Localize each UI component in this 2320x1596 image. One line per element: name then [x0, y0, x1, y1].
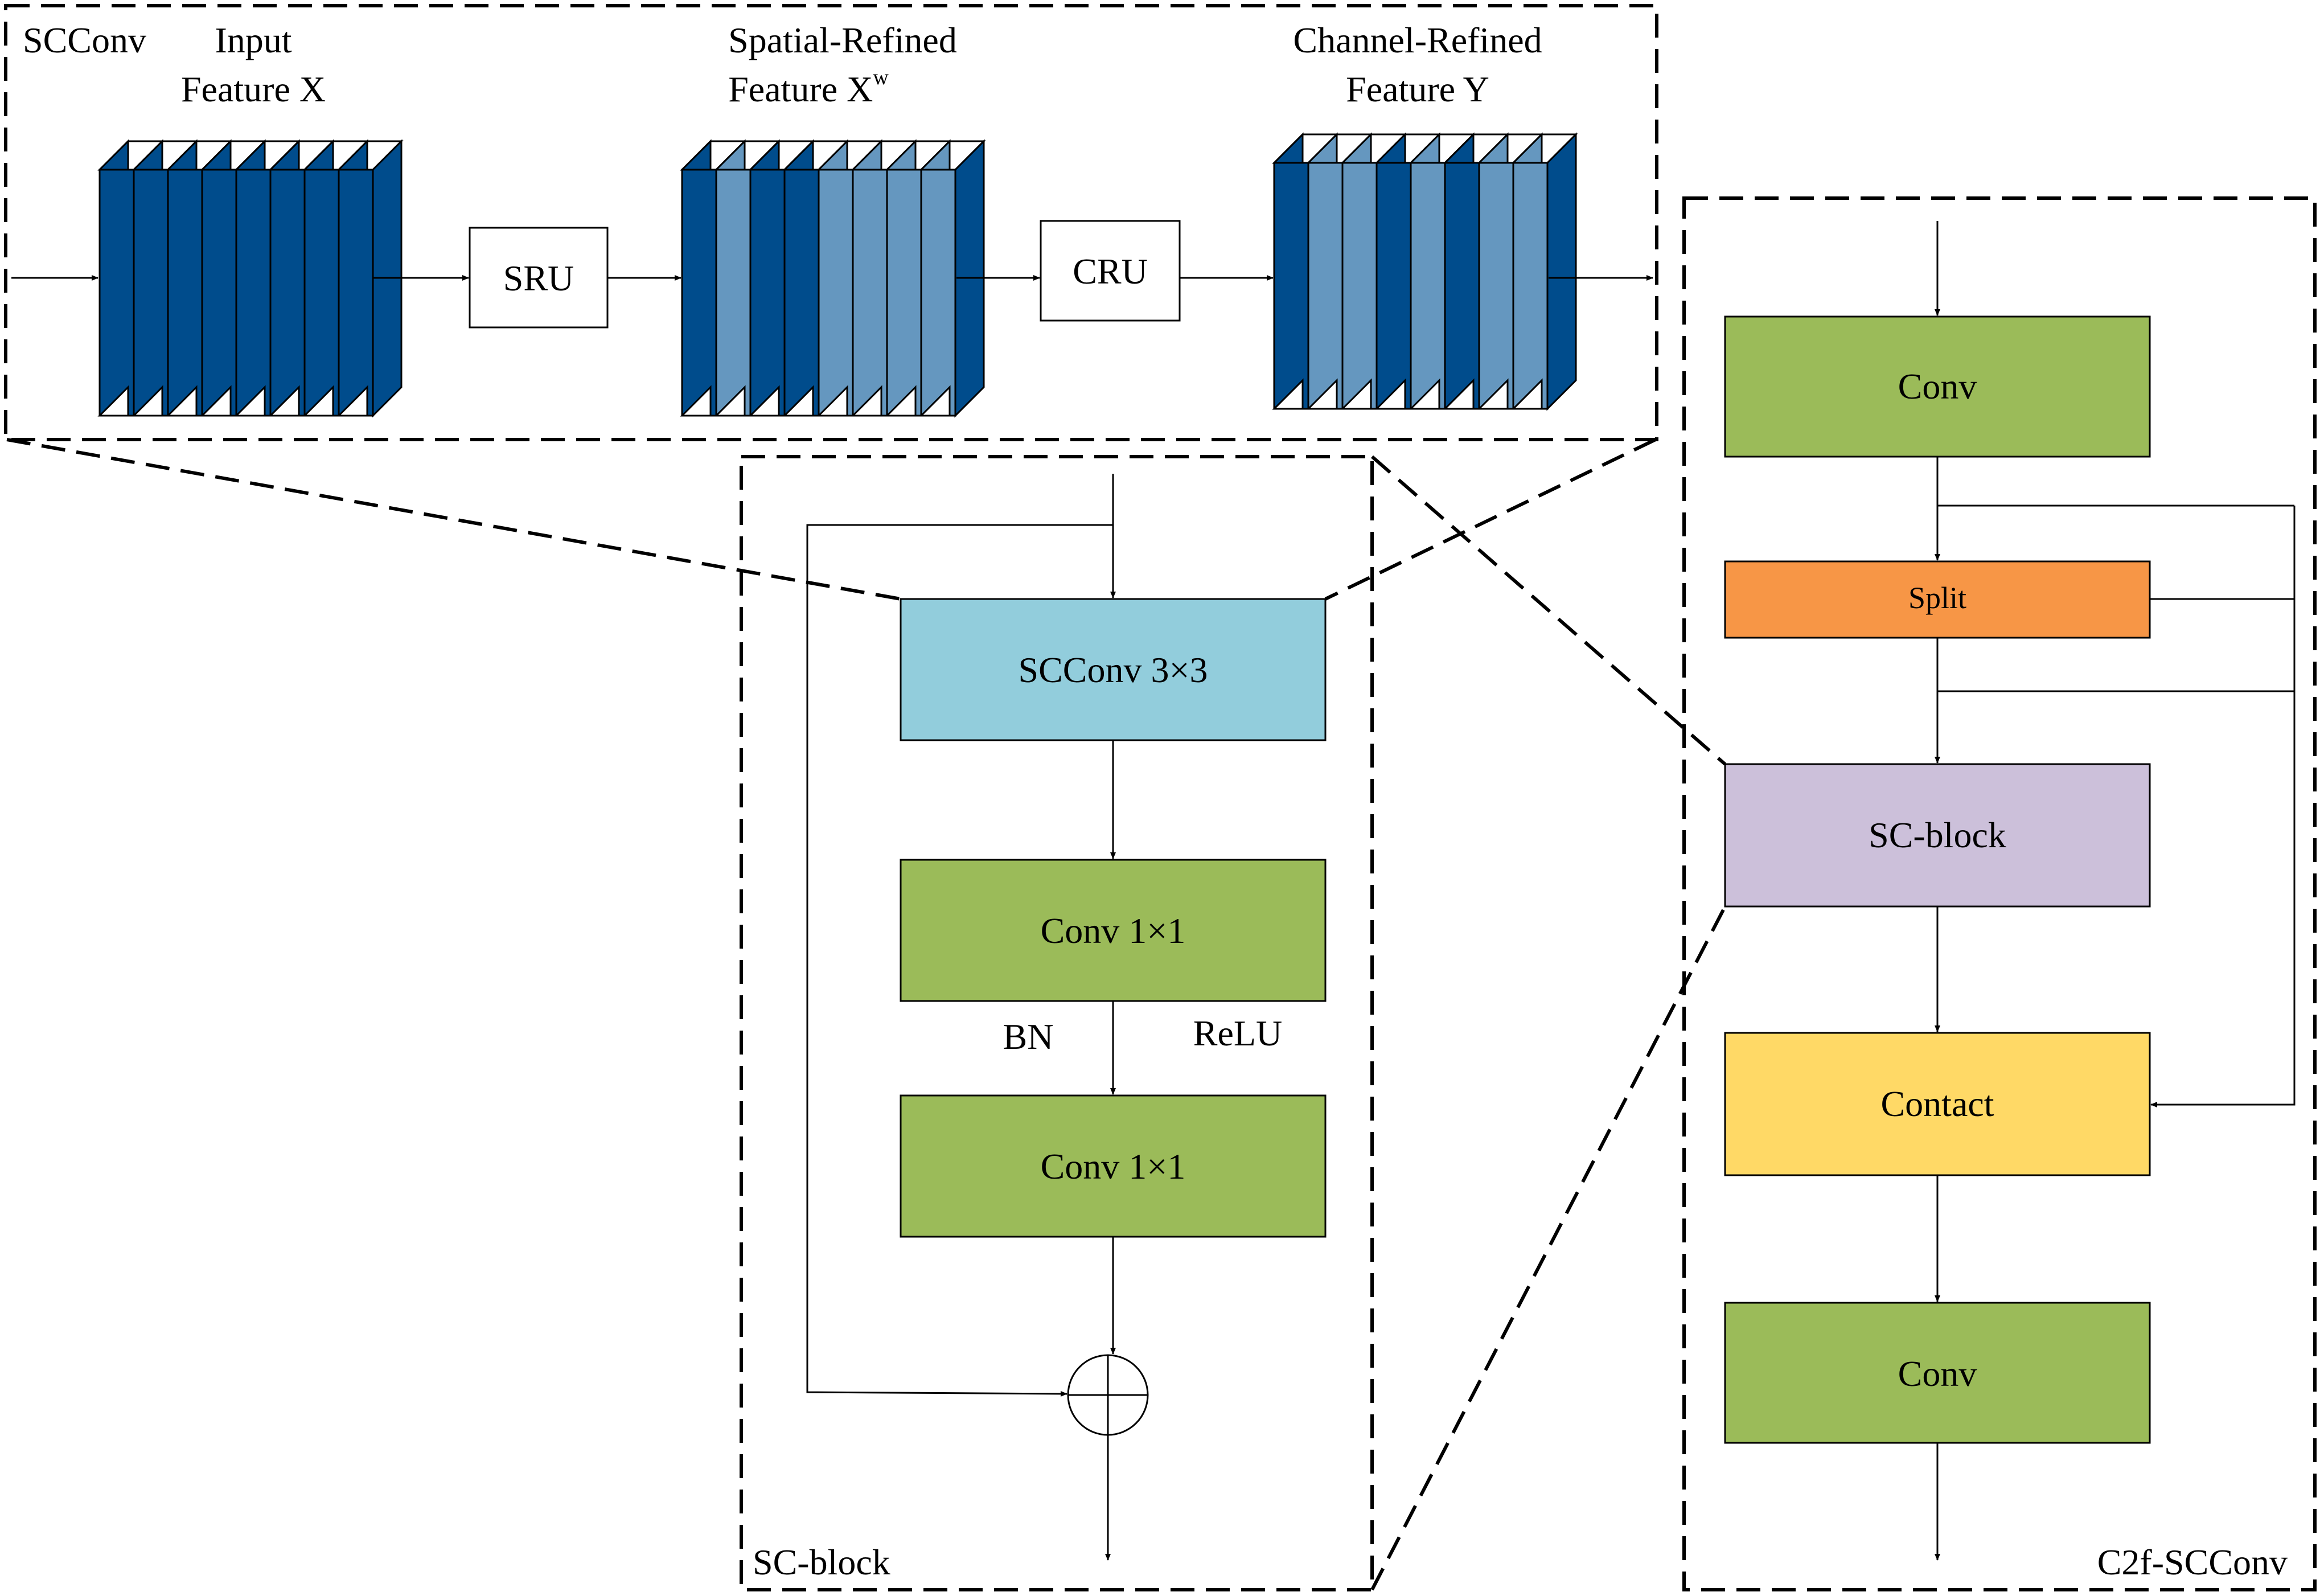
- spatial-refined-feature-cube: [680, 139, 986, 418]
- scconv3x3-label: SCConv 3×3: [1018, 650, 1208, 690]
- conv1x1-second-label: Conv 1×1: [1041, 1146, 1186, 1187]
- zoom-line-scconv-left: [6, 438, 901, 601]
- scconv3x3-box: [900, 598, 1327, 741]
- zoom-line-scconv-right: [1324, 438, 1657, 601]
- channel-refined-feature-cube: [1272, 132, 1578, 411]
- contact-box: [1724, 1032, 2151, 1176]
- scconv-panel-title: SCConv: [23, 20, 146, 60]
- spatial-cube-slice: [680, 139, 747, 417]
- spatial-feature-label-sup: w: [873, 65, 889, 89]
- c2f-conv-bottom-label: Conv: [1898, 1353, 1977, 1394]
- scblock-residual-line: [806, 524, 1113, 1397]
- c2f-panel-border: [1682, 196, 2317, 1591]
- spatial-cube-slice: [782, 139, 849, 417]
- sru-box: [469, 227, 609, 329]
- scconv-panel-border: [4, 4, 1658, 441]
- relu-label: ReLU: [1193, 1013, 1282, 1053]
- zoom-connectors: [6, 438, 1727, 1591]
- spatial-cube-slice: [816, 139, 884, 417]
- channel-cube-slice: [1443, 132, 1510, 410]
- c2f-conv-top-label: Conv: [1898, 366, 1977, 407]
- cru-label: CRU: [1073, 251, 1148, 292]
- channel-cube-side-face: [1546, 132, 1577, 411]
- zoom-line-scblock-bottom: [1370, 905, 1727, 1591]
- input-feature-label-line2: Feature X: [181, 69, 326, 109]
- channel-cube-slice: [1477, 132, 1544, 410]
- sru-label: SRU: [503, 258, 574, 298]
- cru-box: [1040, 220, 1181, 322]
- c2f-conv-top-box: [1724, 315, 2151, 458]
- conv1x1-first-label: Conv 1×1: [1041, 910, 1186, 951]
- split-label: Split: [1908, 581, 1966, 615]
- input-cube-slice: [302, 139, 369, 417]
- contact-label: Contact: [1880, 1084, 1994, 1124]
- channel-cube-slice: [1409, 132, 1476, 410]
- c2f-sc-block-label: SC-block: [1869, 815, 2006, 855]
- channel-feature-label-line1: Channel-Refined: [1293, 20, 1542, 60]
- sc-block-panel-label: SC-block: [753, 1542, 890, 1582]
- input-cube-slice: [200, 139, 267, 417]
- channel-cube-slice: [1340, 132, 1407, 410]
- spatial-feature-label-line1: Spatial-Refined: [728, 20, 957, 60]
- input-cube-slice: [166, 139, 233, 417]
- channel-cube-slice: [1272, 132, 1339, 410]
- spatial-cube-slice: [714, 139, 781, 417]
- spatial-cube-slice: [748, 139, 815, 417]
- channel-cube-slice: [1306, 132, 1373, 410]
- input-feature-label-line1: Input: [215, 20, 291, 60]
- channel-cube-slice: [1374, 132, 1442, 410]
- bn-label: BN: [1003, 1016, 1054, 1057]
- spatial-cube-slice: [919, 139, 986, 417]
- input-cube-slice: [336, 139, 404, 417]
- split-box: [1724, 560, 2151, 639]
- conv1x1-second-box: [900, 1094, 1327, 1238]
- input-cube-slice: [97, 139, 165, 417]
- bypass-to-contact: [2150, 506, 2296, 1107]
- spatial-cube-slice: [885, 139, 952, 417]
- spatial-feature-label-main: Feature X: [728, 69, 873, 109]
- add-node: [1067, 1354, 1149, 1436]
- c2f-panel-label: C2f-SCConv: [2097, 1542, 2288, 1582]
- spatial-feature-label-line2: Feature Xw: [728, 65, 889, 109]
- channel-feature-label-line2: Feature Y: [1346, 69, 1489, 109]
- c2f-conv-bottom-box: [1724, 1302, 2151, 1444]
- input-feature-cube: [97, 139, 404, 418]
- conv1x1-first-box: [900, 859, 1327, 1002]
- zoom-line-scblock-top: [1371, 455, 1726, 766]
- channel-cube-slice: [1511, 132, 1578, 410]
